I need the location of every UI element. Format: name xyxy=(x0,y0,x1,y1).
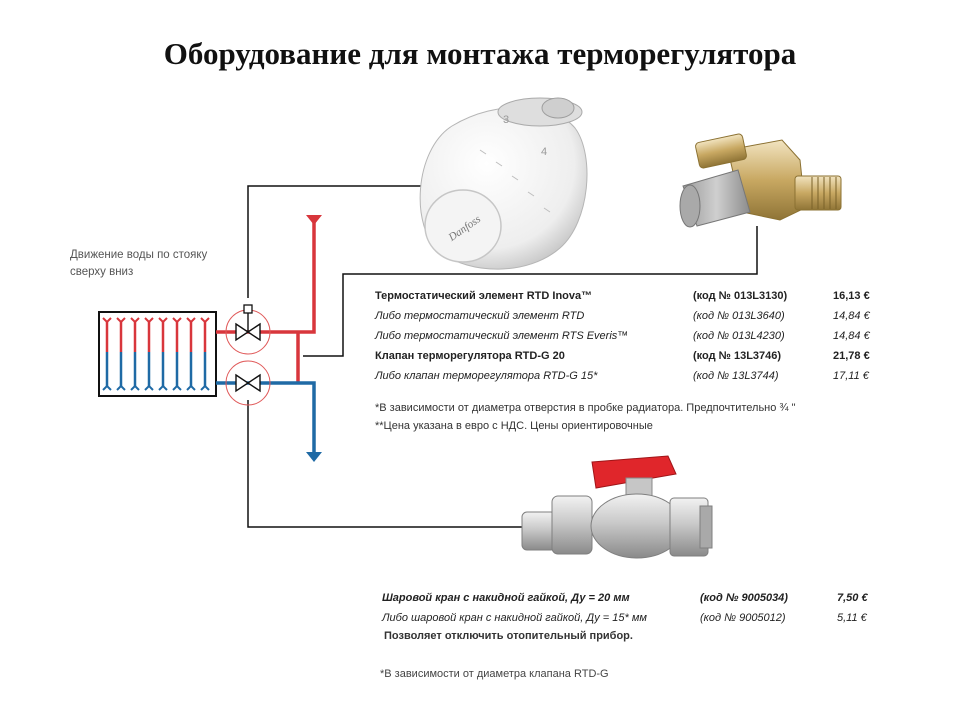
valve-body-image xyxy=(679,133,842,228)
connector-ball-valve xyxy=(247,400,535,528)
price-table-2-price: 7,50 € xyxy=(837,592,868,604)
thermo-valve-symbol xyxy=(225,304,271,355)
price-table-2-code: (код № 9005034) xyxy=(700,592,788,604)
price-table-1-price: 21,78 € xyxy=(833,350,870,362)
price-table-1-price: 17,11 € xyxy=(833,370,869,382)
connector-valve xyxy=(303,226,758,357)
price-table-1-name: Либо термостатический элемент RTS Everis… xyxy=(375,330,629,342)
footnote-1a: *В зависимости от диаметра отверстия в п… xyxy=(375,402,796,414)
price-table-1-price: 14,84 € xyxy=(833,330,870,342)
supply-arrow xyxy=(306,215,322,225)
ball-valve-note: Позволяет отключить отопительный прибор. xyxy=(384,630,633,642)
price-table-1-code: (код № 013L4230) xyxy=(693,330,785,342)
price-table-1-row: Либо термостатический элемент RTD (код № … xyxy=(375,310,875,330)
price-table-1-code: (код № 13L3746) xyxy=(693,350,782,362)
price-table-1-row: Термостатический элемент RTD Inova™ (код … xyxy=(375,290,875,310)
price-table-1-row: Либо термостатический элемент RTS Everis… xyxy=(375,330,875,350)
return-riser-pipe xyxy=(216,381,316,452)
price-table-1-name: Либо клапан терморегулятора RTD-G 15* xyxy=(375,370,598,382)
radiator-fin-cap-top xyxy=(144,317,154,324)
radiator-fin-cap-bottom xyxy=(186,384,196,391)
connector-lines xyxy=(247,185,758,528)
dial-number-4: 4 xyxy=(541,146,547,158)
flow-note-line-1: Движение воды по стояку xyxy=(70,249,208,261)
radiator xyxy=(98,311,217,397)
price-table-1-code: (код № 13L3744) xyxy=(693,370,779,382)
radiator-fin-cap-bottom xyxy=(116,384,126,391)
price-table-2-name: Шаровой кран с накидной гайкой, Ду = 20 … xyxy=(382,592,630,604)
ball-valve-image xyxy=(521,455,713,559)
radiator-fin-cap-top xyxy=(116,317,126,324)
radiator-fin-cap-top xyxy=(200,317,210,324)
price-table-1-row: Либо клапан терморегулятора RTD-G 15* (ко… xyxy=(375,370,875,390)
radiator-fin-cap-top xyxy=(102,317,112,324)
pipes xyxy=(216,222,316,452)
ball-valve-symbol xyxy=(225,360,271,406)
radiator-fin-cap-top xyxy=(172,317,182,324)
radiator-fin-cap-bottom xyxy=(130,384,140,391)
price-table-2-row: Либо шаровой кран с накидной гайкой, Ду … xyxy=(382,612,882,632)
return-arrow xyxy=(306,452,322,462)
radiator-fin-cap-bottom xyxy=(172,384,182,391)
dial-number-3: 3 xyxy=(503,114,509,126)
flow-note-line-2: сверху вниз xyxy=(70,266,134,278)
radiator-fin-cap-top xyxy=(186,317,196,324)
price-table-2-row: Шаровой кран с накидной гайкой, Ду = 20 … xyxy=(382,592,882,612)
price-table-1-price: 14,84 € xyxy=(833,310,870,322)
price-table-1-name: Либо термостатический элемент RTD xyxy=(375,310,585,322)
price-table-1-row: Клапан терморегулятора RTD-G 20 (код № 13… xyxy=(375,350,875,370)
footnote-1b: **Цена указана в евро с НДС. Цены ориент… xyxy=(375,420,653,432)
radiator-fin-cap-top xyxy=(158,317,168,324)
price-table-2-name: Либо шаровой кран с накидной гайкой, Ду … xyxy=(382,612,647,624)
radiator-fin-cap-bottom xyxy=(200,384,210,391)
price-table-1-code: (код № 013L3640) xyxy=(693,310,785,322)
price-table-ball-valve: Шаровой кран с накидной гайкой, Ду = 20 … xyxy=(382,592,882,632)
price-table-1-name: Термостатический элемент RTD Inova™ xyxy=(375,290,593,302)
supply-riser-pipe xyxy=(216,222,316,334)
radiator-fin-cap-bottom xyxy=(102,384,112,391)
radiator-fin-cap-bottom xyxy=(158,384,168,391)
connector-thermo-head xyxy=(247,185,430,298)
price-table-2-price: 5,11 € xyxy=(837,612,867,624)
price-table-1-price: 16,13 € xyxy=(833,290,870,302)
radiator-fin-cap-top xyxy=(130,317,140,324)
price-table-thermostat: Термостатический элемент RTD Inova™ (код … xyxy=(375,290,875,390)
radiator-fin-cap-bottom xyxy=(144,384,154,391)
page-title: Оборудование для монтажа терморегулятора xyxy=(163,36,797,71)
thermostatic-head-image: Danfoss 3 4 xyxy=(419,97,588,270)
price-table-1-name: Клапан терморегулятора RTD-G 20 xyxy=(375,350,565,362)
footnote-2: *В зависимости от диаметра клапана RTD-G xyxy=(380,668,609,680)
price-table-1-code: (код № 013L3130) xyxy=(693,290,788,302)
price-table-2-code: (код № 9005012) xyxy=(700,612,786,624)
flow-direction-note: Движение воды по стояку сверху вниз xyxy=(70,247,207,281)
